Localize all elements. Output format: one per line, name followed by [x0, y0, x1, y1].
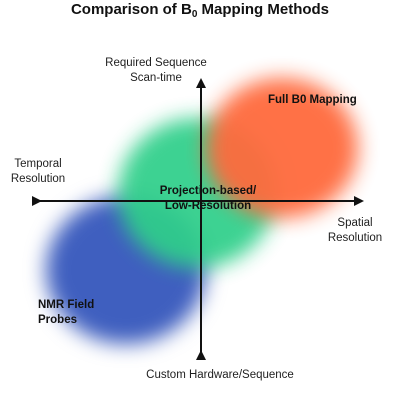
nmr-field-probes-label-line-2: Probes: [38, 314, 77, 326]
axis-label-top-line-1: Required Sequence: [105, 57, 207, 69]
title-subscript: 0: [191, 9, 198, 20]
axis-label-right: Spatial Resolution: [318, 216, 392, 246]
title-suffix: Mapping Methods: [197, 1, 330, 18]
nmr-field-probes-label: NMR Field Probes: [38, 298, 98, 328]
axis-label-top-line-2: Scan-time: [130, 72, 182, 84]
full-b0-mapping-label: Full B0 Mapping: [268, 94, 357, 106]
axis-label-top: Required Sequence Scan-time: [96, 56, 216, 86]
projection-based-label-line-1: Projection-based/: [159, 185, 257, 197]
axis-label-left: Temporal Resolution: [4, 157, 72, 187]
axis-label-right-line-2: Resolution: [327, 232, 383, 244]
projection-based-label-line-2: Low-Resolution: [164, 200, 252, 212]
nmr-field-probes-label-line-1: NMR Field: [38, 299, 95, 311]
title-prefix: Comparison of B: [70, 1, 192, 18]
axis-label-left-line-1: Temporal: [14, 158, 62, 170]
axis-label-bottom: Custom Hardware/Sequence: [146, 369, 294, 381]
axis-label-left-line-2: Resolution: [10, 173, 66, 185]
full-b0-mapping-region: [206, 78, 358, 218]
projection-based-label: Projection-based/ Low-Resolution: [138, 184, 278, 214]
axis-label-right-line-1: Spatial: [337, 217, 373, 229]
diagram-title: Comparison of B0 Mapping Methods: [0, 0, 400, 25]
